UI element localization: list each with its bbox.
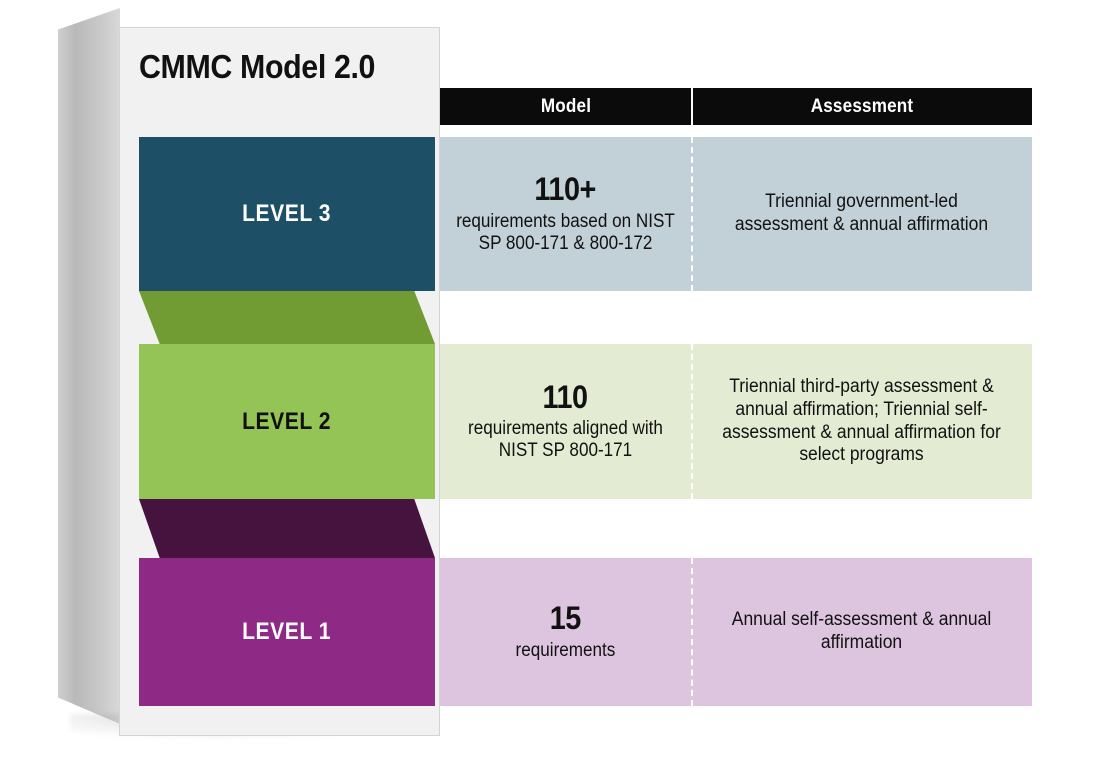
level-1-requirement-count: 15 [549,600,582,637]
level-1-assessment-text: Annual self-assessment & annual affirmat… [731,609,992,653]
level-3-label: LEVEL 3 [242,200,332,227]
level-2-label: LEVEL 2 [242,407,332,435]
level-2-bar: LEVEL 2 [139,344,435,499]
level-3-model-text: requirements based on NIST SP 800-171 & … [456,210,675,254]
level-2-assessment-text: Triennial third-party assessment & annua… [722,375,1001,466]
level-3-to-level-2-connector [139,291,435,344]
level-3-bar: LEVEL 3 [139,137,435,291]
level-3-column-divider [691,137,693,291]
level-3-content-panel: 110+ requirements based on NIST SP 800-1… [440,137,1032,291]
column-header-assessment: Assessment [810,95,914,117]
level-2-requirement-count: 110 [542,378,589,415]
card-side-face [58,8,120,724]
header-column-separator [691,88,693,125]
level-2-model-cell: 110 requirements aligned with NIST SP 80… [440,344,691,499]
level-3-assessment-cell: Triennial government-led assessment & an… [691,137,1032,291]
level-3-assessment-text: Triennial government-led assessment & an… [734,191,989,235]
level-2-model-text: requirements aligned with NIST SP 800-17… [468,418,663,462]
column-header-band: Model Assessment [440,88,1032,125]
level-1-bar: LEVEL 1 [139,558,435,706]
level-1-assessment-cell: Annual self-assessment & annual affirmat… [691,558,1032,706]
level-1-model-cell: 15 requirements [440,558,691,706]
level-2-content-panel: 110 requirements aligned with NIST SP 80… [440,344,1032,499]
level-2-column-divider [691,344,693,499]
level-3-requirement-count: 110+ [534,171,597,208]
level-1-column-divider [691,558,693,706]
page-title: CMMC Model 2.0 [139,48,376,85]
level-2-assessment-cell: Triennial third-party assessment & annua… [691,344,1032,499]
level-1-label: LEVEL 1 [242,618,332,645]
level-3-model-cell: 110+ requirements based on NIST SP 800-1… [440,137,691,291]
level-1-model-text: requirements [515,639,616,661]
column-header-model: Model [540,95,592,117]
level-2-to-level-1-connector [139,499,435,558]
level-1-content-panel: 15 requirements Annual self-assessment &… [440,558,1032,706]
